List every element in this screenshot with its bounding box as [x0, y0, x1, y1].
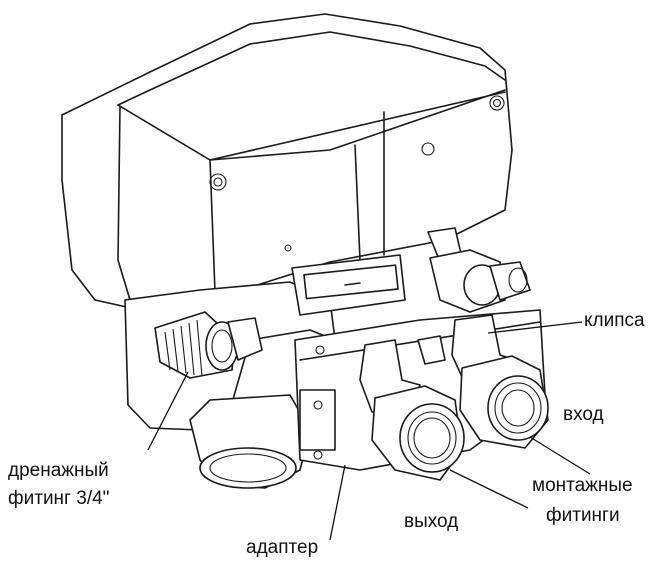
- top-tube-fitting: [429, 249, 531, 313]
- leader-mounting-fittings-2: [449, 469, 529, 509]
- label-mounting-fittings-line2: фитинги: [546, 505, 620, 526]
- leader-mounting-fittings: [529, 436, 591, 475]
- drain-fitting: [154, 311, 263, 379]
- leader-drain-fitting: [147, 371, 189, 451]
- label-outlet: выход: [404, 511, 459, 532]
- label-clip: клипса: [584, 310, 645, 331]
- leader-clip: [487, 321, 583, 334]
- leader-lines: [147, 321, 591, 541]
- controller-housing: [61, 13, 513, 402]
- label-drain-fitting-line2: фитинг 3/4": [8, 488, 110, 509]
- label-drain-fitting-line1: дренажный: [8, 460, 109, 481]
- label-inlet: вход: [563, 404, 604, 425]
- label-mounting-fittings-line1: монтажные: [532, 475, 633, 496]
- outlet-fitting: [371, 385, 465, 481]
- label-adapter: адаптер: [246, 537, 319, 558]
- inlet-fitting: [459, 355, 549, 449]
- leader-adapter: [329, 464, 346, 541]
